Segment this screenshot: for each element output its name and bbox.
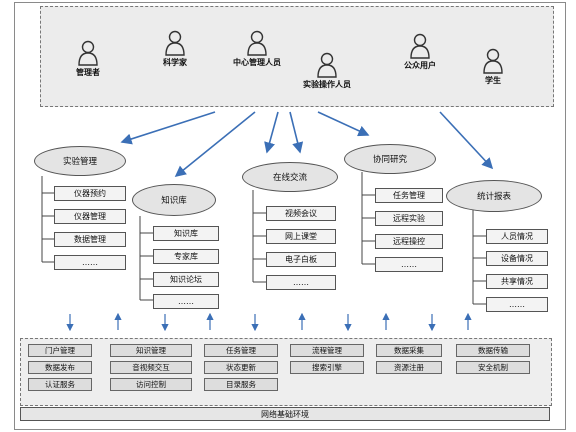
network-layer: 网络基础环境 (20, 407, 550, 421)
module-item: 知识库 (153, 226, 219, 241)
service-item: 认证服务 (28, 378, 92, 391)
module-item: 数据管理 (54, 232, 126, 247)
module-item: …… (375, 257, 443, 272)
module-item: 视频会议 (266, 206, 336, 221)
person-icon (483, 48, 503, 74)
module-experiment-mgmt: 实验管理 (34, 146, 126, 176)
service-item: 数据发布 (28, 361, 92, 374)
service-item: 安全机制 (456, 361, 530, 374)
person-icon (78, 40, 98, 66)
user-admin: 管理者 (43, 40, 133, 78)
module-online-exchange: 在线交流 (242, 162, 338, 192)
person-icon (317, 52, 337, 78)
module-item: 人员情况 (486, 229, 548, 244)
service-item: 音视频交互 (110, 361, 192, 374)
service-item: 目录服务 (204, 378, 278, 391)
user-label: 实验操作人员 (303, 80, 351, 89)
person-icon (165, 30, 185, 56)
module-statistics-report: 统计报表 (446, 180, 542, 212)
module-item: 任务管理 (375, 188, 443, 203)
user-public: 公众用户 (375, 33, 465, 71)
users-layer (40, 6, 554, 107)
user-label: 管理者 (76, 68, 100, 77)
module-knowledge-base: 知识库 (132, 184, 216, 216)
person-icon (247, 30, 267, 56)
module-item: …… (486, 297, 548, 312)
module-item: 仪器预约 (54, 186, 126, 201)
module-item: …… (153, 294, 219, 309)
module-title: 在线交流 (272, 173, 307, 183)
user-lab-operator: 实验操作人员 (282, 52, 372, 90)
service-item: 知识管理 (110, 344, 192, 357)
module-item: 知识论坛 (153, 272, 219, 287)
module-item: …… (54, 255, 126, 270)
module-item: 共享情况 (486, 274, 548, 289)
module-title: 统计报表 (476, 192, 511, 202)
user-label: 学生 (485, 76, 501, 85)
service-item: 搜索引擎 (290, 361, 364, 374)
service-item: 状态更新 (204, 361, 278, 374)
module-item: 电子白板 (266, 252, 336, 267)
module-collaborative-research: 协同研究 (344, 144, 436, 174)
module-title: 知识库 (161, 196, 187, 206)
user-label: 科学家 (163, 58, 187, 67)
service-item: 数据采集 (376, 344, 442, 357)
service-item: 资源注册 (376, 361, 442, 374)
user-label: 中心管理人员 (233, 58, 281, 67)
module-title: 协同研究 (372, 155, 407, 165)
user-label: 公众用户 (404, 61, 436, 70)
module-title: 实验管理 (62, 157, 97, 167)
module-item: 远程实验 (375, 211, 443, 226)
service-item: 流程管理 (290, 344, 364, 357)
module-item: 网上课堂 (266, 229, 336, 244)
module-item: 远程操控 (375, 234, 443, 249)
user-center-staff: 中心管理人员 (212, 30, 302, 68)
person-icon (410, 33, 430, 59)
module-item: …… (266, 275, 336, 290)
user-student: 学生 (448, 48, 538, 86)
module-item: 设备情况 (486, 251, 548, 266)
service-item: 门户管理 (28, 344, 92, 357)
user-scientist: 科学家 (130, 30, 220, 68)
service-item: 任务管理 (204, 344, 278, 357)
service-item: 访问控制 (110, 378, 192, 391)
service-item: 数据传输 (456, 344, 530, 357)
module-item: 专家库 (153, 249, 219, 264)
module-item: 仪器管理 (54, 209, 126, 224)
